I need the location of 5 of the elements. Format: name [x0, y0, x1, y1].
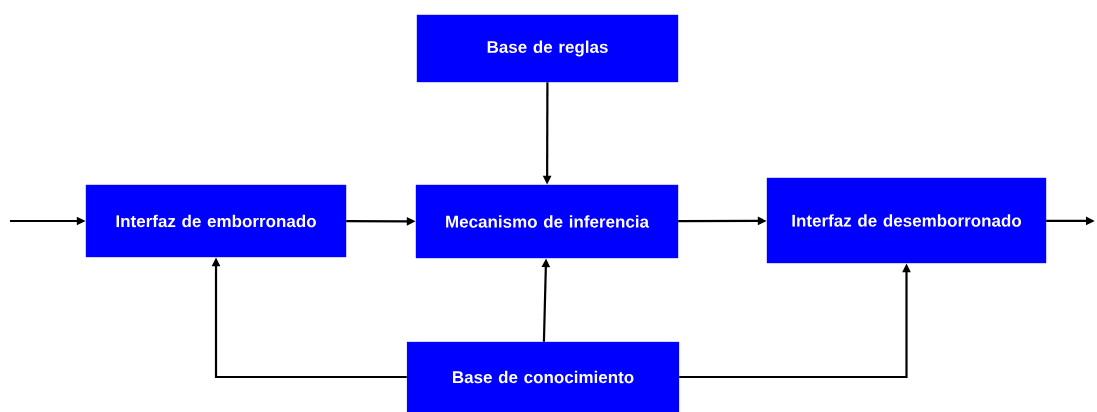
process-box: Interfaz de emborronado	[85, 184, 347, 258]
process-box: Base de reglas	[416, 14, 679, 83]
process-box: Base de conocimiento	[406, 341, 680, 412]
process-box: Mecanismo de inferencia	[415, 184, 679, 259]
process-box: Interfaz de desemborronado	[766, 177, 1047, 264]
